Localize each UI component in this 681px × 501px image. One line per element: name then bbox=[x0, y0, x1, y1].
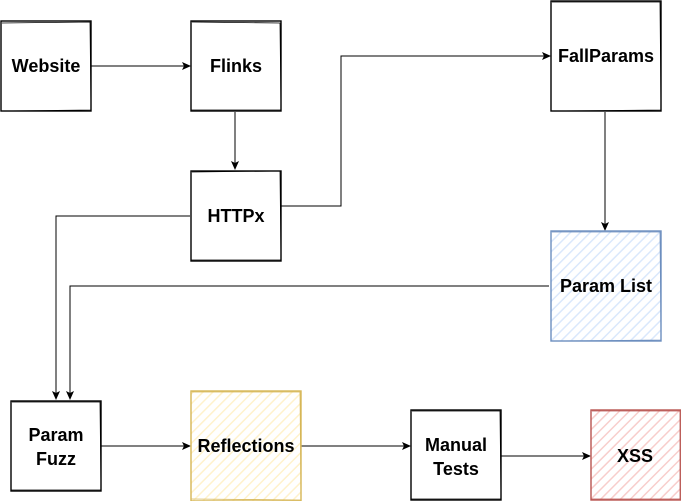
node-flinks-label: Flinks bbox=[210, 56, 262, 76]
node-fallparams-label: FallParams bbox=[558, 46, 654, 66]
node-website-label: Website bbox=[12, 56, 81, 76]
node-xss[interactable]: XSS bbox=[590, 409, 681, 501]
arrowhead-manualtests bbox=[402, 442, 411, 450]
node-manual-tests[interactable]: Manual Tests bbox=[410, 409, 502, 501]
node-manual-tests-label-line1: Manual bbox=[425, 435, 487, 455]
arrowhead-paramlist bbox=[601, 222, 609, 231]
node-flinks[interactable]: Flinks bbox=[190, 20, 282, 112]
edge-paramlist-paramfuzz bbox=[69, 285, 549, 393]
arrowhead-xss bbox=[582, 452, 591, 460]
node-param-fuzz-label-line1: Param bbox=[28, 425, 83, 445]
arrowhead-reflections bbox=[182, 442, 191, 450]
node-xss-label: XSS bbox=[617, 446, 653, 466]
node-param-fuzz-label-line2: Fuzz bbox=[36, 449, 76, 469]
arrowhead-httpx bbox=[231, 161, 239, 170]
arrowhead-paramfuzz-b bbox=[66, 391, 74, 400]
node-param-list-label: Param List bbox=[560, 276, 652, 296]
node-reflections-label: Reflections bbox=[197, 436, 294, 456]
arrowhead-fallparams bbox=[542, 52, 551, 60]
node-httpx-label: HTTPx bbox=[207, 206, 264, 226]
edge-httpx-paramfuzz bbox=[55, 215, 190, 393]
edge-httpx-fallparams bbox=[281, 55, 544, 207]
node-reflections[interactable]: Reflections bbox=[190, 390, 302, 501]
node-website[interactable]: Website bbox=[0, 20, 92, 112]
node-manual-tests-label-line2: Tests bbox=[433, 459, 479, 479]
arrowhead-flinks bbox=[182, 62, 191, 70]
node-param-list[interactable]: Param List bbox=[550, 230, 662, 342]
arrowhead-paramfuzz-a bbox=[52, 391, 60, 400]
node-param-fuzz[interactable]: Param Fuzz bbox=[10, 400, 102, 492]
node-httpx[interactable]: HTTPx bbox=[190, 170, 282, 262]
node-fallparams[interactable]: FallParams bbox=[550, 0, 662, 112]
